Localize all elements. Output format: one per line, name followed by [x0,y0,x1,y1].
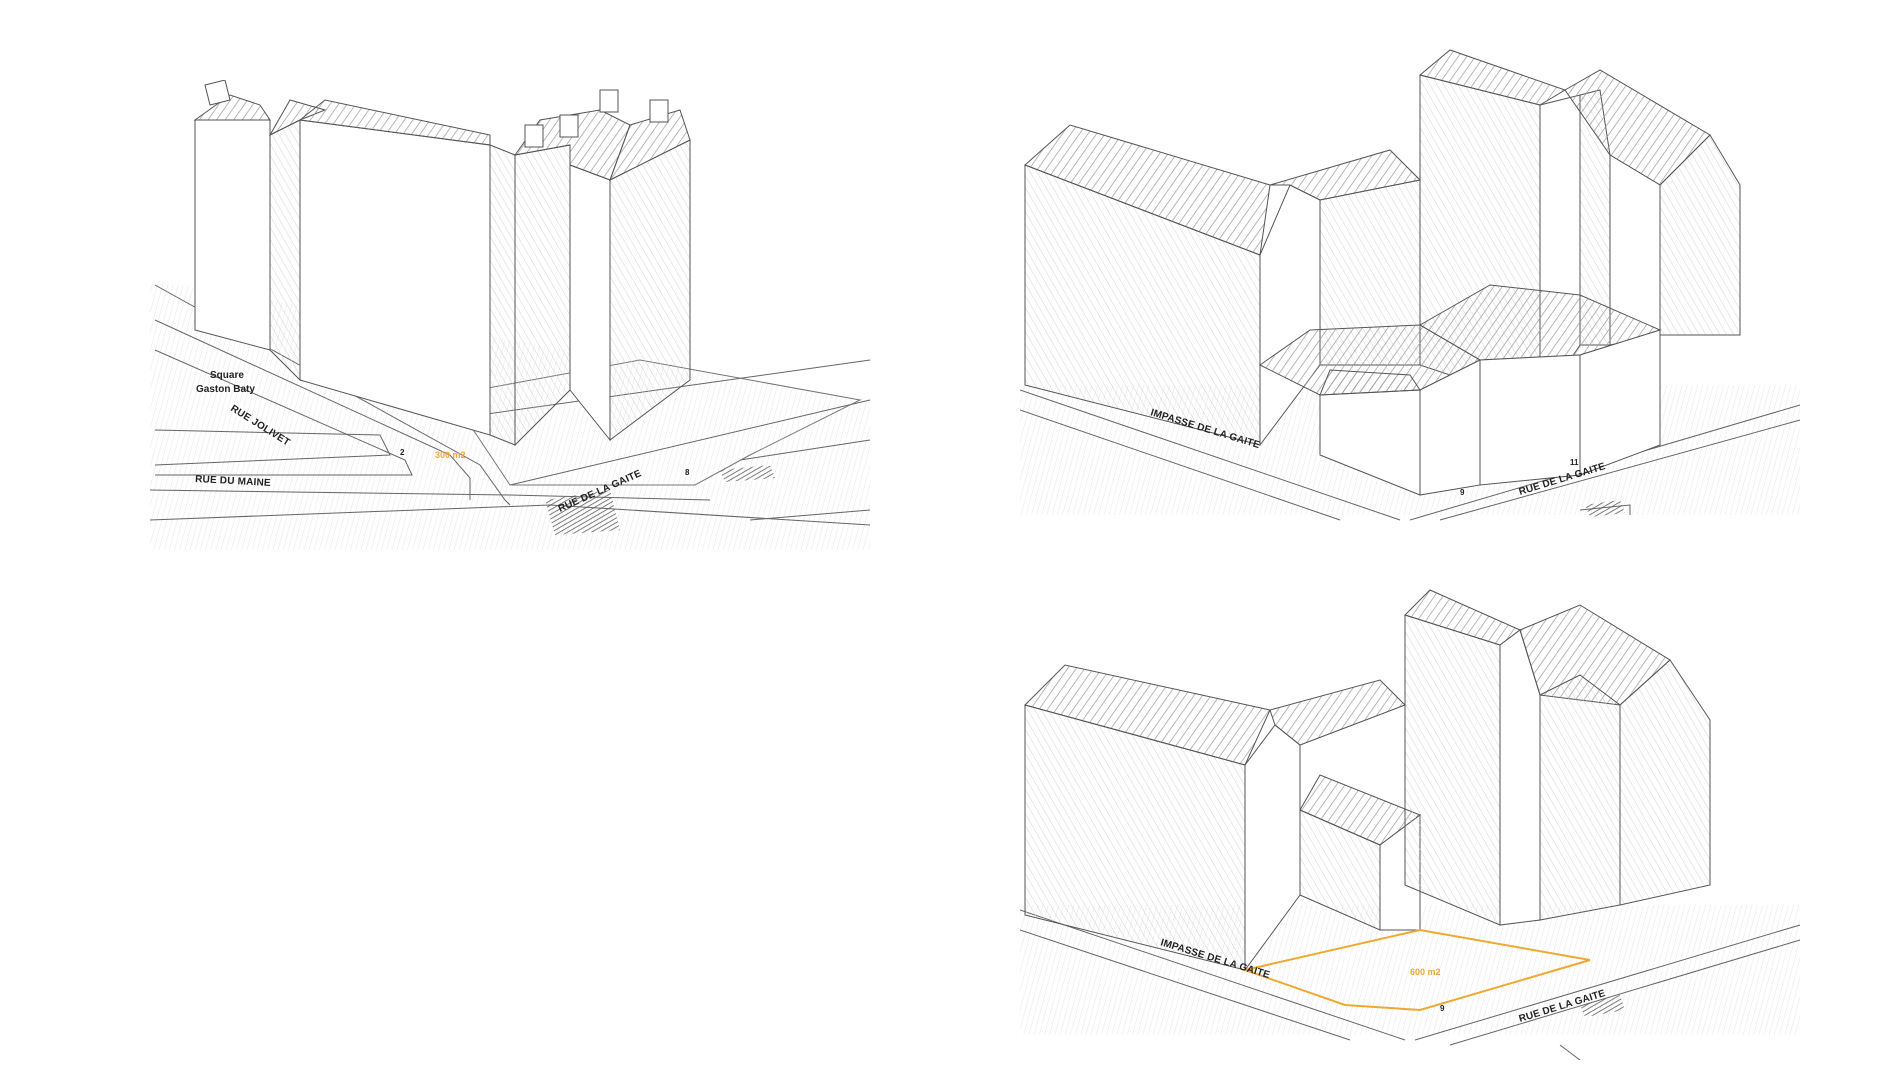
axonometric-view-existing-impasse: IMPASSE DE LA GAITE RUE DE LA GAITE 9 11 [1019,35,1820,535]
street-label-rue-du-maine: RUE DU MAINE [195,474,271,489]
axonometric-view-proposed-site: 600 m2 IMPASSE DE LA GAITE RUE DE LA GAI… [1019,565,1820,1061]
proposed-parcel-outline [1241,928,1591,1012]
site-area-label: 300 m2 [435,450,466,460]
axonometric-drawing-3: 600 m2 IMPASSE DE LA GAITE RUE DE LA GAI… [1019,589,1801,1061]
street-number-2: 2 [400,448,405,457]
street-number-9: 9 [1460,488,1465,497]
axonometric-view-existing-corner: 300 m2 RUE JOLIVET RUE DU MAINE RUE DE L… [149,79,890,550]
axonometric-drawing-1: 300 m2 RUE JOLIVET RUE DU MAINE RUE DE L… [149,79,871,550]
square-name-line-1: Square [210,370,244,381]
site-area-label: 600 m2 [1410,967,1441,977]
street-number-9: 9 [1440,1004,1445,1013]
axonometric-drawing-2: IMPASSE DE LA GAITE RUE DE LA GAITE 9 11 [1019,49,1801,521]
street-number-11: 11 [1570,458,1579,467]
street-number-8: 8 [685,468,690,477]
square-name-line-2: Gaston Baty [196,384,255,395]
